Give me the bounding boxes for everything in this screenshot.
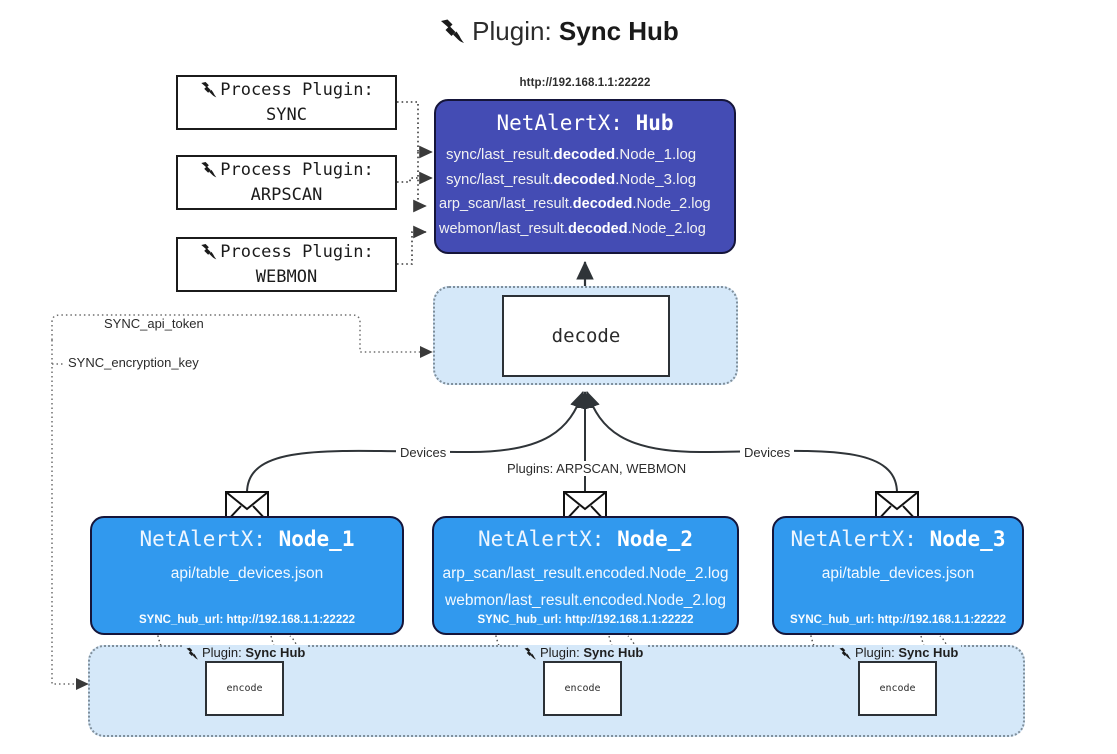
- process-plugin-name: ARPSCAN: [250, 185, 323, 205]
- encode-box-node-2[interactable]: encode: [543, 661, 622, 716]
- hub-file-list: sync/last_result.decoded.Node_1.log sync…: [436, 142, 734, 242]
- hub-file-row: sync/last_result.decoded.Node_3.log: [436, 167, 734, 192]
- node-file-row: api/table_devices.json: [821, 565, 975, 582]
- edge-label-plugins-middle: Plugins: ARPSCAN, WEBMON: [503, 461, 691, 476]
- node-file-row: arp_scan/last_result.encoded.Node_2.log: [442, 565, 729, 582]
- node-title: NetAlertX: Node_3: [774, 527, 1022, 551]
- hub-file-em: decoded: [553, 146, 616, 163]
- hub-file-em: decoded: [553, 171, 616, 188]
- node-1[interactable]: NetAlertX: Node_1 api/table_devices.json…: [90, 516, 404, 635]
- edge-label-devices-left: Devices: [396, 445, 451, 460]
- node-hub-url: SYNC_hub_url: http://192.168.1.1:22222: [477, 614, 694, 626]
- plug-icon: [838, 647, 852, 663]
- encoder-tag-prefix: Plugin:: [540, 645, 580, 660]
- node-file-list: arp_scan/last_result.encoded.Node_2.log …: [434, 560, 737, 614]
- process-plugin-name: SYNC: [266, 105, 307, 125]
- hub-title-prefix: NetAlertX:: [496, 111, 623, 135]
- sync-encryption-key-label: SYNC_encryption_key: [64, 355, 203, 370]
- node-file-row: webmon/last_result.encoded.Node_2.log: [445, 592, 726, 609]
- hub-file-post: .Node_2.log: [627, 221, 706, 237]
- node-2[interactable]: NetAlertX: Node_2 arp_scan/last_result.e…: [432, 516, 739, 635]
- hub-title: NetAlertX: Hub: [436, 111, 734, 135]
- process-plugin-label: Process Plugin:: [220, 159, 374, 180]
- encoder-tag-name: Sync Hub: [583, 645, 644, 660]
- page-title: Plugin: Sync Hub: [0, 16, 1117, 51]
- decode-label: decode: [551, 325, 621, 347]
- node-hub-url: SYNC_hub_url: http://192.168.1.1:22222: [138, 614, 356, 626]
- page-title-name: Sync Hub: [558, 16, 679, 46]
- node-title-name: Node_3: [929, 527, 1006, 551]
- encode-box-node-3[interactable]: encode: [858, 661, 937, 716]
- process-plugin-box-sync[interactable]: Process Plugin: SYNC: [176, 75, 397, 130]
- node-title-name: Node_1: [278, 527, 355, 551]
- edge-label-devices-right: Devices: [740, 445, 795, 460]
- hub-file-em: decoded: [567, 221, 628, 237]
- node-hub-url: SYNC_hub_url: http://192.168.1.1:22222: [789, 614, 1007, 626]
- hub-file-em: decoded: [572, 196, 633, 212]
- page-title-prefix: Plugin:: [472, 16, 552, 46]
- encoder-plugin-tag: Plugin: Sync Hub: [835, 645, 962, 663]
- hub-file-row: webmon/last_result.decoded.Node_2.log: [436, 217, 734, 242]
- process-plugin-name: WEBMON: [255, 267, 318, 287]
- node-file-list: api/table_devices.json: [774, 560, 1022, 587]
- process-plugin-label: Process Plugin:: [220, 79, 374, 100]
- node-title-prefix: NetAlertX:: [790, 527, 917, 551]
- hub-title-name: Hub: [635, 111, 674, 135]
- plug-icon: [438, 18, 466, 51]
- hub-file-post: .Node_1.log: [615, 146, 697, 163]
- plug-icon: [199, 243, 218, 266]
- hub-file-row: arp_scan/last_result.decoded.Node_2.log: [436, 192, 734, 217]
- encoder-tag-prefix: Plugin:: [202, 645, 242, 660]
- process-plugin-label: Process Plugin:: [220, 241, 374, 262]
- encoder-plugin-tag: Plugin: Sync Hub: [520, 645, 647, 663]
- hub-file-pre: arp_scan/last_result.: [439, 196, 573, 212]
- plug-icon: [199, 81, 218, 104]
- decode-box[interactable]: decode: [502, 295, 670, 377]
- hub-file-pre: sync/last_result.: [446, 146, 554, 163]
- node-title-prefix: NetAlertX:: [139, 527, 266, 551]
- hub-file-post: .Node_2.log: [632, 196, 711, 212]
- plug-icon: [199, 161, 218, 184]
- node-title: NetAlertX: Node_2: [434, 527, 737, 551]
- hub-node[interactable]: NetAlertX: Hub sync/last_result.decoded.…: [434, 99, 736, 254]
- encode-label: encode: [564, 683, 601, 694]
- node-title: NetAlertX: Node_1: [92, 527, 402, 551]
- hub-file-pre: webmon/last_result.: [439, 221, 568, 237]
- plug-icon: [523, 647, 537, 663]
- node-file-row: api/table_devices.json: [170, 565, 324, 582]
- encoder-plugin-tag: Plugin: Sync Hub: [182, 645, 309, 663]
- sync-api-token-label: SYNC_api_token: [100, 316, 208, 331]
- hub-file-row: sync/last_result.decoded.Node_1.log: [436, 142, 734, 167]
- node-file-list: api/table_devices.json: [92, 560, 402, 587]
- encoder-tag-prefix: Plugin:: [855, 645, 895, 660]
- encode-box-node-1[interactable]: encode: [205, 661, 284, 716]
- node-3[interactable]: NetAlertX: Node_3 api/table_devices.json…: [772, 516, 1024, 635]
- encode-label: encode: [879, 683, 916, 694]
- hub-url-label: http://192.168.1.1:22222: [519, 77, 651, 89]
- encoder-tag-name: Sync Hub: [245, 645, 306, 660]
- plug-icon: [185, 647, 199, 663]
- process-plugin-box-arpscan[interactable]: Process Plugin: ARPSCAN: [176, 155, 397, 210]
- process-plugin-box-webmon[interactable]: Process Plugin: WEBMON: [176, 237, 397, 292]
- hub-file-post: .Node_3.log: [615, 171, 697, 188]
- encoder-tag-name: Sync Hub: [898, 645, 959, 660]
- node-title-name: Node_2: [617, 527, 693, 551]
- encode-label: encode: [226, 683, 263, 694]
- hub-file-pre: sync/last_result.: [446, 171, 554, 188]
- node-title-prefix: NetAlertX:: [478, 527, 605, 551]
